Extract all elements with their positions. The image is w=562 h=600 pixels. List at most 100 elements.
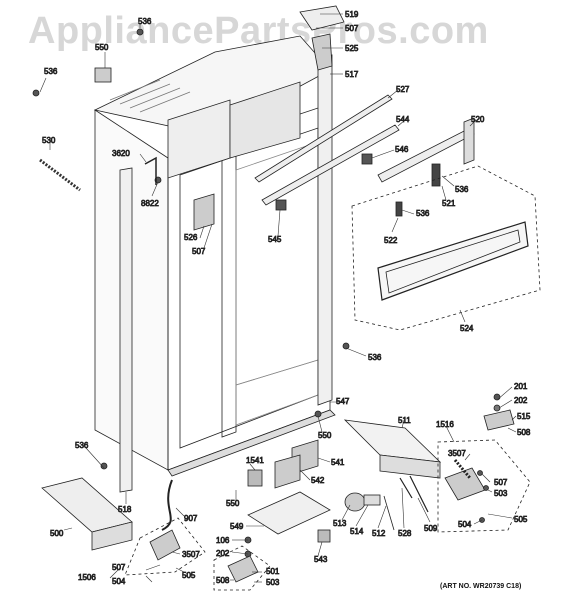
screw-536-bottom bbox=[100, 462, 108, 470]
callout-524: 524 bbox=[460, 324, 474, 333]
caster-3507-b bbox=[149, 529, 181, 561]
callout-503: 503 bbox=[266, 578, 280, 587]
callout-547: 547 bbox=[336, 397, 350, 406]
center-mullion bbox=[221, 153, 237, 438]
callout-519: 519 bbox=[345, 10, 359, 19]
top-bracket bbox=[299, 5, 345, 31]
switch-521 bbox=[431, 163, 441, 187]
shelf-rail-lower bbox=[261, 124, 400, 206]
callout-503: 503 bbox=[494, 489, 508, 498]
callout-907: 907 bbox=[184, 514, 198, 523]
callout-517: 517 bbox=[345, 70, 359, 79]
callout-530: 530 bbox=[42, 136, 56, 145]
spring-530 bbox=[39, 158, 81, 192]
top-vents bbox=[109, 79, 191, 113]
light-panel-inner bbox=[385, 229, 521, 294]
screw-507-right bbox=[477, 470, 483, 476]
bracket-543 bbox=[317, 529, 331, 543]
callout-508: 508 bbox=[517, 428, 531, 437]
callout-536: 536 bbox=[75, 441, 89, 450]
right-trim-strip bbox=[317, 54, 333, 406]
callout-520: 520 bbox=[471, 115, 485, 124]
callout-525: 525 bbox=[345, 44, 359, 53]
light-rail bbox=[377, 127, 475, 183]
relay-542 bbox=[274, 454, 301, 489]
leader-lines bbox=[39, 13, 517, 583]
caster-box-1516 bbox=[437, 439, 531, 533]
callout-513: 513 bbox=[333, 519, 347, 528]
callout-509: 509 bbox=[424, 524, 438, 533]
callout-527: 527 bbox=[396, 85, 410, 94]
callout-550: 550 bbox=[95, 43, 109, 52]
callout-536: 536 bbox=[455, 185, 469, 194]
drain-channel-511-side bbox=[379, 454, 441, 479]
callout-541: 541 bbox=[331, 458, 345, 467]
screw-503-right bbox=[483, 485, 489, 491]
callout-201: 201 bbox=[514, 382, 528, 391]
art-number: (ART NO. WR20739 C18) bbox=[440, 583, 522, 590]
callout-3507: 3507 bbox=[182, 550, 200, 559]
interior-floor bbox=[235, 359, 319, 426]
callout-106: 106 bbox=[216, 536, 230, 545]
callout-1541: 1541 bbox=[246, 456, 264, 465]
callout-544: 544 bbox=[396, 115, 410, 124]
drain-tube-907 bbox=[161, 479, 173, 531]
bracket-545 bbox=[275, 199, 287, 211]
callout-507: 507 bbox=[192, 247, 206, 256]
light-panel-frame bbox=[377, 221, 529, 301]
callout-515: 515 bbox=[517, 412, 531, 421]
callout-526: 526 bbox=[184, 233, 198, 242]
light-rail-end bbox=[463, 117, 475, 165]
callout-508: 508 bbox=[216, 576, 230, 585]
callout-505: 505 bbox=[514, 515, 528, 524]
base-grille-500-side bbox=[91, 521, 133, 551]
callout-504: 504 bbox=[112, 577, 126, 586]
callout-1506: 1506 bbox=[78, 573, 96, 582]
callout-3620: 3620 bbox=[112, 149, 130, 158]
callout-545: 545 bbox=[268, 235, 282, 244]
bracket-515 bbox=[483, 409, 515, 431]
drain-channel-511 bbox=[343, 419, 442, 463]
bracket-526 bbox=[193, 193, 215, 231]
callout-labels: 519 507 525 517 536 550 536 530 527 544 … bbox=[42, 10, 532, 588]
callout-528: 528 bbox=[398, 529, 412, 538]
bracket-514 bbox=[363, 494, 381, 506]
callout-542: 542 bbox=[311, 476, 325, 485]
caster-508 bbox=[227, 555, 259, 583]
screw-536-top bbox=[136, 28, 144, 36]
callout-546: 546 bbox=[395, 145, 409, 154]
spring-3507 bbox=[453, 459, 472, 479]
callout-8822: 8822 bbox=[141, 199, 159, 208]
nut-202-a bbox=[493, 404, 501, 412]
callout-549: 549 bbox=[230, 522, 244, 531]
callout-500: 500 bbox=[50, 529, 64, 538]
callout-3507: 3507 bbox=[448, 449, 466, 458]
screw-201 bbox=[493, 393, 501, 401]
callout-501: 501 bbox=[266, 567, 280, 576]
callout-1516: 1516 bbox=[436, 420, 454, 429]
cabinet-opening bbox=[179, 127, 319, 449]
switch-522 bbox=[395, 201, 403, 217]
caster-box-508 bbox=[213, 545, 271, 591]
callout-536: 536 bbox=[368, 353, 382, 362]
callout-536: 536 bbox=[416, 209, 430, 218]
callout-511: 511 bbox=[398, 416, 411, 425]
callout-522: 522 bbox=[384, 236, 398, 245]
bracket-550-top bbox=[94, 67, 112, 83]
drip-tray-549 bbox=[247, 491, 331, 535]
callout-512: 512 bbox=[372, 529, 386, 538]
top-hinge bbox=[311, 33, 333, 71]
shelf-rail-upper bbox=[254, 94, 393, 183]
callout-202: 202 bbox=[216, 549, 230, 558]
top-housing-box-2 bbox=[229, 81, 301, 159]
caster-box-1506 bbox=[124, 517, 206, 576]
screw-536-left bbox=[32, 89, 40, 97]
callout-507: 507 bbox=[494, 478, 508, 487]
callout-514: 514 bbox=[350, 527, 364, 536]
rod-528 bbox=[399, 477, 413, 499]
left-trim-strip bbox=[119, 167, 133, 493]
rod-509 bbox=[409, 475, 429, 513]
callout-550: 550 bbox=[318, 431, 332, 440]
callout-505: 505 bbox=[182, 571, 196, 580]
